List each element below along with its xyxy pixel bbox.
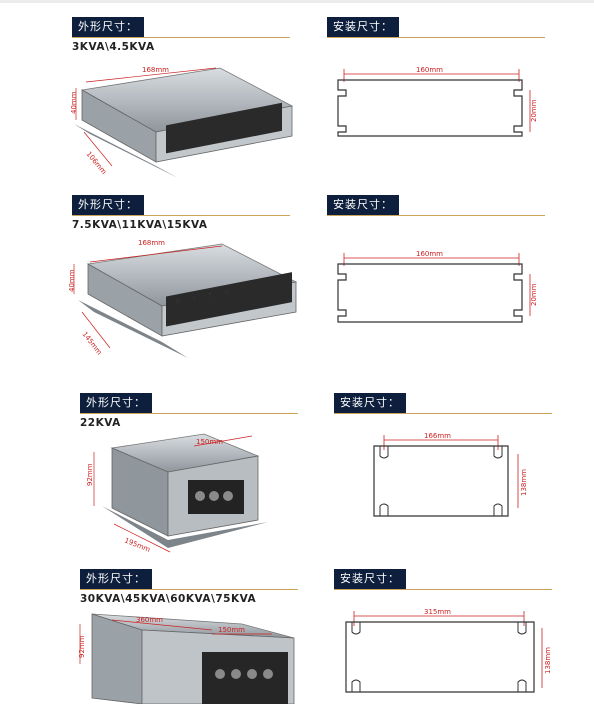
outline-tag: 外形尺寸：: [80, 393, 152, 413]
header-rule: [72, 37, 290, 38]
mounting-tag: 安装尺寸：: [327, 195, 399, 215]
dim-depth: 145mm: [80, 330, 103, 356]
dim-length: 168mm: [142, 66, 169, 74]
header-rule: [334, 413, 552, 414]
dim-height: 92mm: [86, 463, 94, 486]
outline-header-1: 外形尺寸：: [72, 17, 290, 41]
product-photo-2: R S T N 168mm 40mm 145mm: [68, 239, 298, 358]
dim-height: 40mm: [68, 269, 76, 292]
mount-height: 138mm: [520, 469, 528, 496]
product-photo-1: 168mm 40mm 106mm: [70, 66, 294, 178]
dim-length: 150mm: [196, 438, 223, 446]
outline-header-2: 外形尺寸：: [72, 195, 290, 219]
terminal-label-t: T: [207, 292, 213, 300]
mounting-header-1: 安装尺寸：: [327, 17, 545, 41]
dim-length: 360mm: [136, 616, 163, 624]
mounting-header-2: 安装尺寸：: [327, 195, 545, 219]
mount-width: 315mm: [424, 608, 451, 616]
header-rule: [334, 589, 552, 590]
outline-header-4: 外形尺寸：: [80, 569, 298, 593]
terminal-label-r: R: [176, 298, 181, 306]
mounting-drawing-3: 166mm 138mm: [373, 432, 528, 517]
outline-header-3: 外形尺寸：: [80, 393, 298, 417]
dim-height: 92mm: [78, 635, 86, 658]
mounting-drawing-2: 160mm 20mm: [337, 250, 538, 323]
model-label-3: 22KVA: [80, 417, 121, 429]
header-rule: [80, 589, 298, 590]
mounting-header-3: 安装尺寸：: [334, 393, 552, 417]
outline-tag: 外形尺寸：: [72, 17, 144, 37]
header-rule: [327, 215, 545, 216]
model-label-1: 3KVA\4.5KVA: [72, 41, 155, 53]
dim-length: 168mm: [138, 239, 165, 247]
terminal-label-n: N: [224, 289, 229, 297]
dim-depth: 150mm: [218, 626, 245, 634]
top-divider: [0, 0, 594, 3]
mount-width: 166mm: [424, 432, 451, 440]
dim-height: 40mm: [70, 91, 78, 114]
mounting-drawing-1: 160mm 20mm: [337, 66, 538, 137]
header-rule: [327, 37, 545, 38]
mounting-header-4: 安装尺寸：: [334, 569, 552, 593]
model-label-2: 7.5KVA\11KVA\15KVA: [72, 219, 208, 231]
model-label-4: 30KVA\45KVA\60KVA\75KVA: [80, 593, 257, 605]
outline-tag: 外形尺寸：: [72, 195, 144, 215]
dim-depth: 106mm: [84, 150, 108, 176]
product-photo-3: 150mm 92mm 195mm: [86, 433, 268, 554]
header-rule: [72, 215, 290, 216]
mount-height: 20mm: [530, 99, 538, 122]
mount-height: 20mm: [530, 283, 538, 306]
product-photo-4: 360mm 150mm 92mm: [78, 613, 295, 704]
header-rule: [80, 413, 298, 414]
mounting-tag: 安装尺寸：: [334, 569, 406, 589]
mount-width: 160mm: [416, 66, 443, 74]
mounting-tag: 安装尺寸：: [327, 17, 399, 37]
mounting-drawing-4: 315mm 138mm: [345, 608, 552, 693]
terminal-label-s: S: [192, 295, 197, 303]
mount-width: 160mm: [416, 250, 443, 258]
mount-height: 138mm: [544, 647, 552, 674]
dim-depth: 195mm: [123, 536, 151, 554]
mounting-tag: 安装尺寸：: [334, 393, 406, 413]
outline-tag: 外形尺寸：: [80, 569, 152, 589]
